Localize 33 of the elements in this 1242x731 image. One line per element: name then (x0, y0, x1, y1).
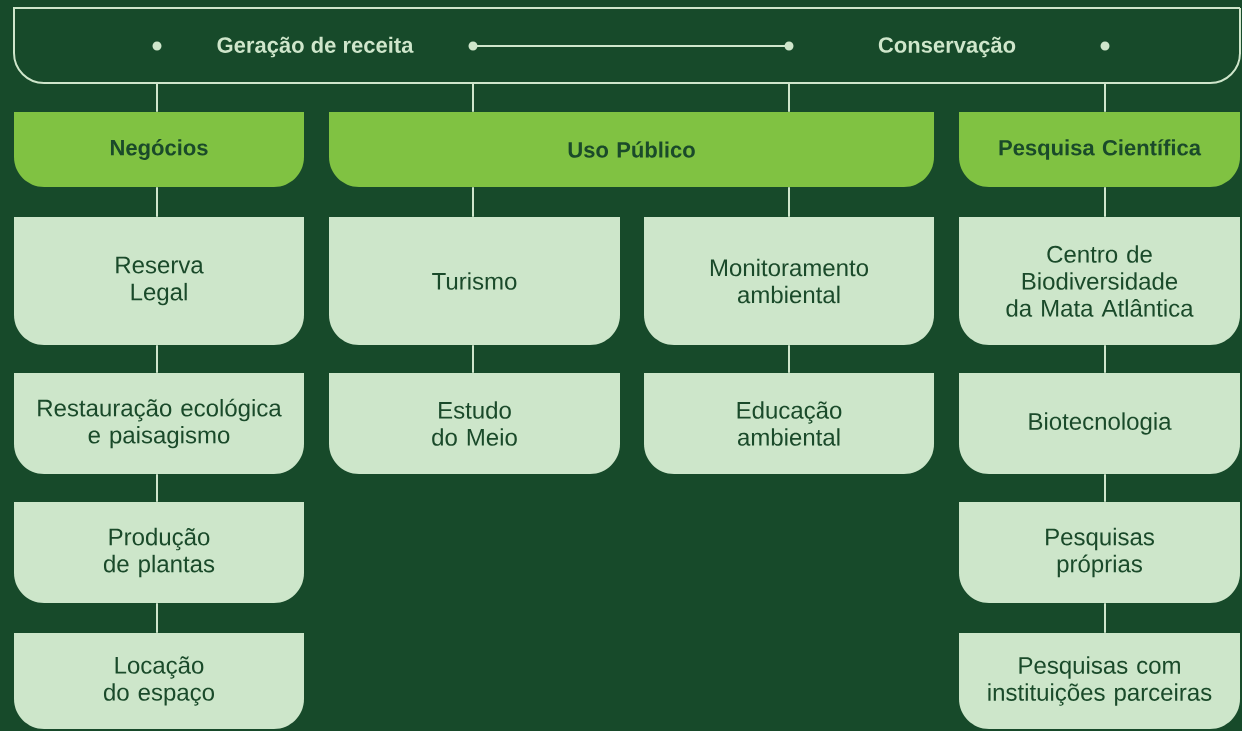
item-box: Locação do espaço (14, 633, 304, 729)
item-box: Centro de Biodiversidade da Mata Atlântica (959, 217, 1240, 345)
item-box: Biotecnologia (959, 373, 1240, 474)
connector-line (1104, 473, 1106, 503)
connector-line (156, 186, 158, 218)
connector-line (1104, 186, 1106, 218)
connector-line (788, 186, 790, 218)
connector-line (472, 186, 474, 218)
connector-line (472, 82, 474, 113)
item-box: Pesquisas próprias (959, 502, 1240, 603)
item-box: Restauração ecológica e paisagismo (14, 373, 304, 474)
connector-line (156, 344, 158, 374)
connector-line (156, 473, 158, 503)
connector-line (1104, 344, 1106, 374)
item-box: Produção de plantas (14, 502, 304, 603)
category-box: Pesquisa Científica (959, 112, 1240, 187)
item-box: Pesquisas com instituições parceiras (959, 633, 1240, 729)
connector-line (788, 344, 790, 374)
connector-line (156, 82, 158, 113)
item-box: Monitoramento ambiental (644, 217, 934, 345)
connector-line (1104, 602, 1106, 634)
item-box: Turismo (329, 217, 620, 345)
banner-label: Geração de receita (217, 36, 414, 58)
item-box: Estudo do Meio (329, 373, 620, 474)
connector-line (1104, 82, 1106, 113)
category-box: Negócios (14, 112, 304, 187)
connector-line (156, 602, 158, 634)
category-box: Uso Público (329, 112, 934, 187)
connector-line (788, 82, 790, 113)
connector-line (472, 344, 474, 374)
banner-label: Conservação (878, 36, 1016, 58)
item-box: Reserva Legal (14, 217, 304, 345)
item-box: Educação ambiental (644, 373, 934, 474)
